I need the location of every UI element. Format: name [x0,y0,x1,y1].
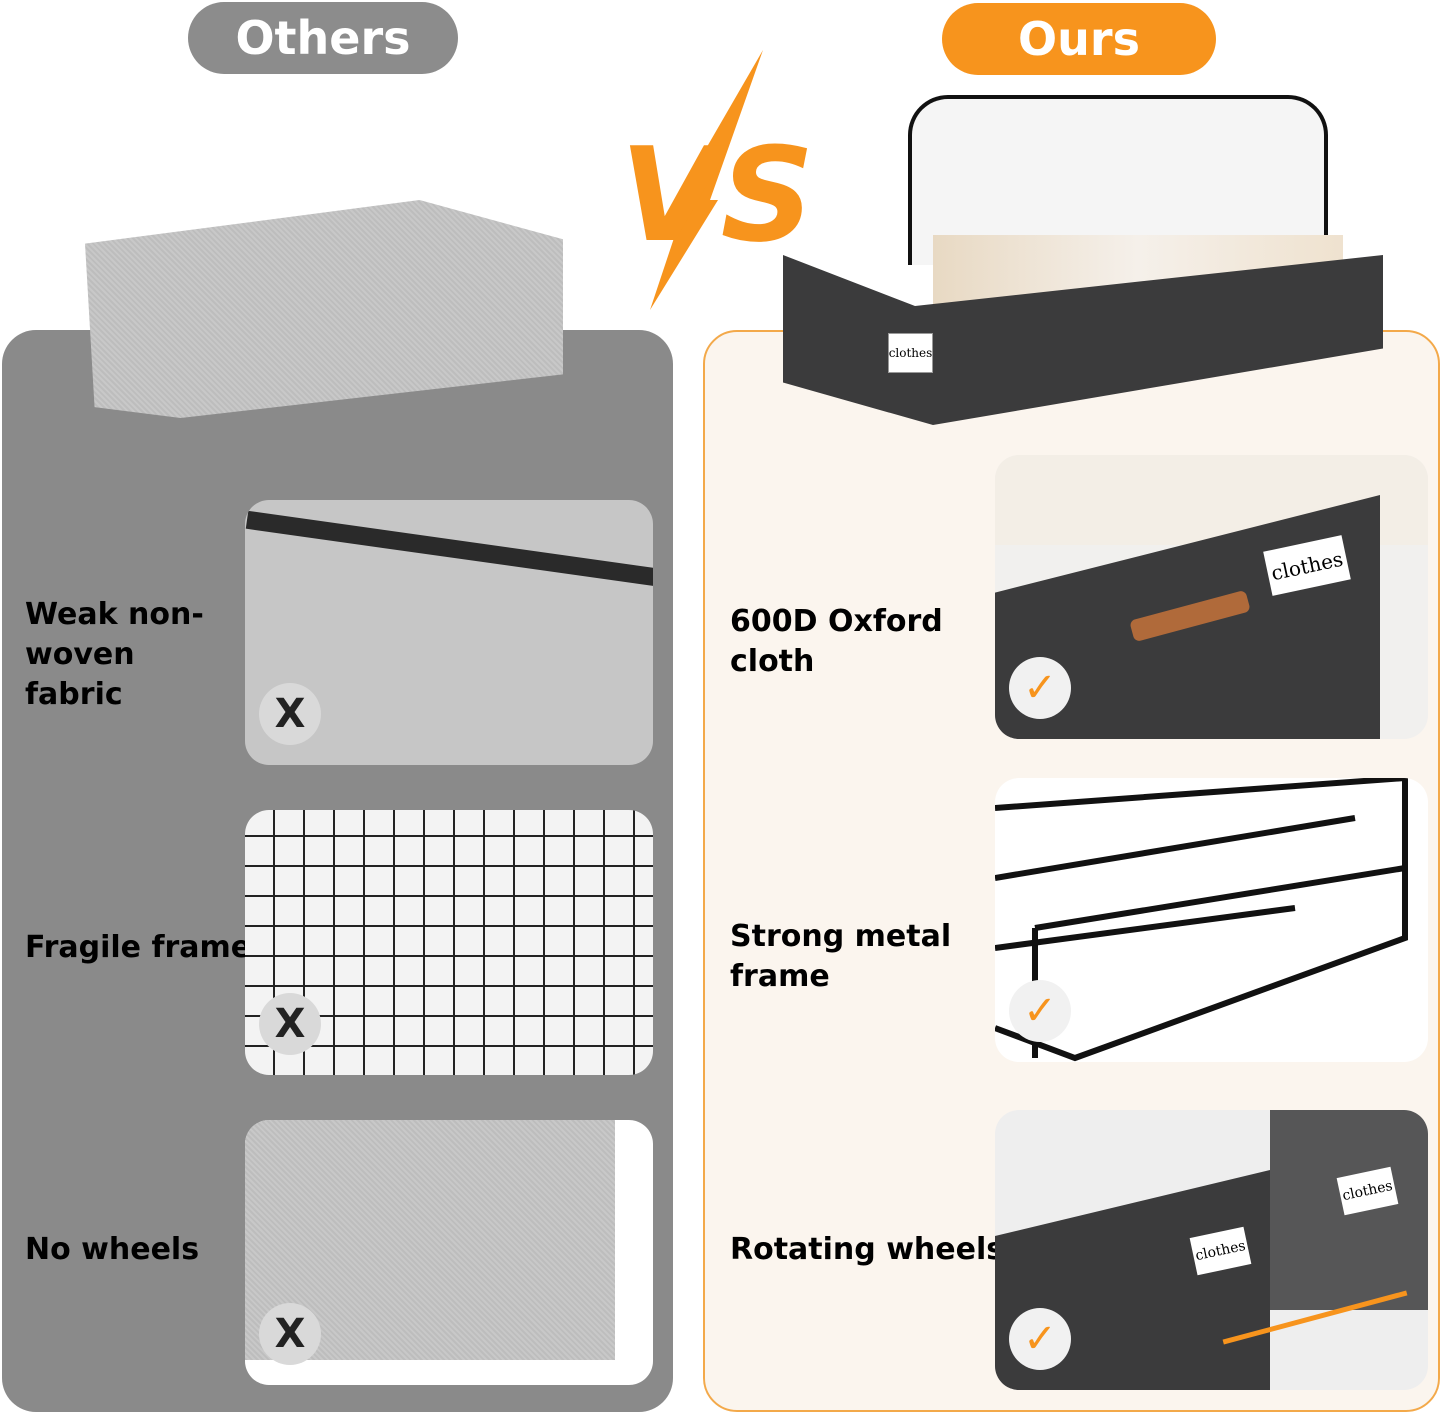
others-fabric-image: X [245,500,653,765]
check-icon: ✓ [1009,657,1071,719]
label-tag: clothes [888,333,933,373]
others-label-3: No wheels [25,1232,200,1267]
check-icon: ✓ [1009,1308,1071,1370]
svg-text:VS: VS [620,119,814,271]
ours-label-3: Rotating wheels [730,1232,1005,1267]
others-product-image [85,200,563,418]
x-icon: X [259,1303,321,1365]
ours-header: Ours [942,3,1216,75]
x-icon: X [259,683,321,745]
check-icon: ✓ [1009,980,1071,1042]
ours-label-2: Strong metal frame [730,919,952,994]
x-icon: X [259,993,321,1055]
ours-rotating-wheels-image: clothes clothes ✓ [995,1110,1428,1390]
vs-logo: VS [620,50,814,310]
others-no-wheels-image: X [245,1120,653,1385]
others-label-2: Fragile frame [25,930,252,965]
ours-oxford-cloth-image: clothes ✓ [995,455,1428,739]
ours-label-1: 600D Oxford cloth [730,604,943,679]
ours-product-image: clothes [783,95,1388,450]
others-header: Others [188,2,458,74]
others-wire-frame-image: X [245,810,653,1075]
others-label-1: Weak non-woven fabric [25,597,204,712]
ours-metal-frame-image: ✓ [995,778,1428,1062]
